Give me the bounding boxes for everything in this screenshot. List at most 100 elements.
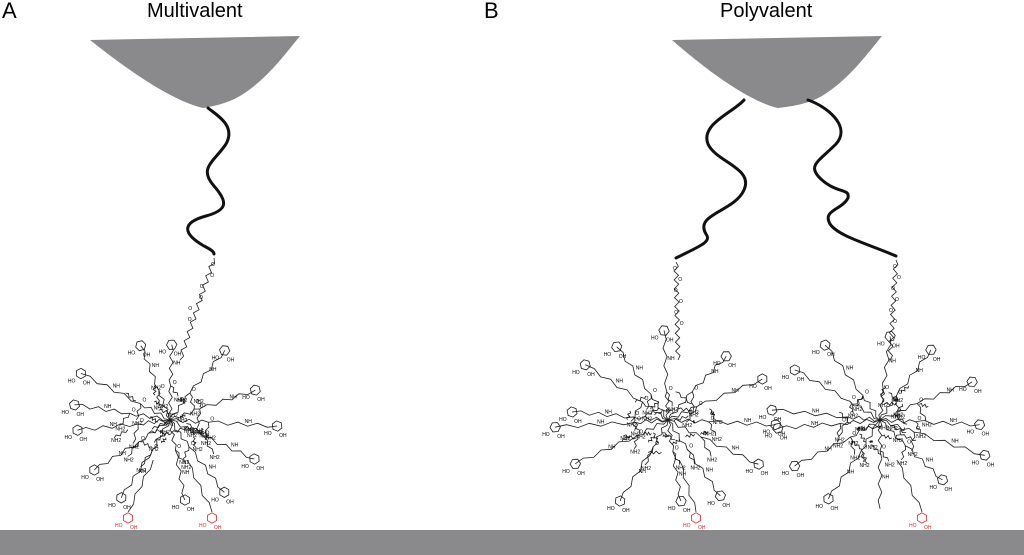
linker-chain — [828, 450, 862, 499]
atom-label: NH2 — [124, 457, 134, 463]
catechol-ring — [69, 399, 80, 411]
linker-chain — [678, 459, 697, 513]
linker-chain — [847, 415, 881, 422]
catechol-ring — [123, 512, 133, 524]
hydroxyl-label: OH — [987, 462, 995, 468]
hydroxyl-label: HO — [812, 350, 820, 356]
atom-label: NH — [636, 365, 644, 371]
linker-chain — [140, 441, 152, 448]
linker-chain — [188, 446, 225, 493]
atom-label: NH2 — [848, 414, 858, 420]
linker-chain — [203, 436, 214, 455]
tether-b-left — [674, 98, 748, 260]
linker-chain — [849, 400, 881, 421]
atom-label: O — [637, 416, 641, 422]
linker-chain — [619, 446, 654, 502]
linker-chain — [840, 418, 881, 426]
atom-label: NH — [711, 369, 719, 375]
linker-chain — [708, 420, 776, 427]
hydroxyl-label: HO — [930, 485, 938, 491]
hydroxyl-label: HO — [199, 523, 207, 529]
hydroxyl-label: OH — [279, 433, 287, 439]
linker-chain — [896, 459, 923, 513]
atom-label: O — [895, 297, 899, 303]
linker-chain — [916, 403, 927, 422]
linker-chain — [642, 401, 669, 421]
atom-label: O — [850, 411, 854, 417]
atom-label: NH2 — [160, 430, 170, 436]
atom-label: O — [200, 284, 204, 290]
atom-label: NH2 — [184, 427, 194, 433]
atom-label: NH2 — [164, 422, 174, 428]
linker-chain — [879, 419, 915, 433]
atom-label: NH — [824, 381, 832, 387]
linker-chain — [179, 257, 215, 361]
linker-chain — [881, 434, 893, 440]
hydroxyl-label: HO — [212, 355, 220, 361]
atom-label: NH2 — [833, 443, 843, 449]
linker-chain — [672, 451, 682, 502]
linker-chain — [644, 407, 660, 417]
atom-label: NH — [110, 422, 118, 428]
atom-label: O — [916, 426, 920, 432]
atom-label: NH2 — [136, 468, 146, 474]
atom-label: NH2 — [848, 441, 858, 447]
hydroxyl-label: HO — [128, 351, 136, 357]
hydroxyl-label: HO — [782, 471, 790, 477]
afm-tip-b — [672, 36, 882, 108]
hydroxyl-label: HO — [749, 384, 757, 390]
linker-chain — [879, 450, 889, 462]
linker-chain — [771, 408, 849, 419]
atom-label: O — [206, 430, 210, 436]
atom-label: NH2 — [916, 434, 926, 440]
linker-chain — [140, 403, 171, 421]
atom-label: O — [210, 416, 214, 422]
atom-label: NH — [889, 359, 897, 365]
atom-label: O — [177, 444, 181, 450]
hydroxyl-label: HO — [242, 395, 250, 401]
atom-label: O — [898, 390, 902, 396]
atom-label: NH — [812, 409, 820, 415]
hydroxyl-label: HO — [707, 501, 715, 507]
atom-label: NH2 — [855, 427, 865, 433]
hydroxyl-label: OH — [774, 417, 782, 423]
linker-chain — [850, 419, 881, 438]
linker-chain — [80, 373, 141, 404]
catechol-ring — [219, 345, 231, 356]
atom-label: NH2 — [129, 445, 139, 451]
atom-label: NH — [245, 419, 253, 425]
atom-label: NH2 — [682, 423, 692, 429]
linker-chain — [690, 391, 695, 412]
linker-chain — [894, 395, 900, 412]
linker-chain — [664, 391, 670, 421]
hydroxyl-label: OH — [123, 505, 131, 511]
linker-chain — [879, 419, 906, 446]
linker-chain — [196, 408, 201, 428]
linker-chain — [672, 439, 681, 445]
linker-chain — [692, 420, 696, 424]
linker-chain — [170, 385, 179, 397]
hydroxyl-label: OH — [666, 338, 674, 344]
atom-label: NH2 — [879, 426, 889, 432]
catechol-ring — [979, 449, 991, 461]
hydroxyl-label: OH — [945, 487, 953, 493]
linker-chain — [836, 423, 842, 443]
atom-label: NH2 — [193, 447, 203, 453]
linker-chain — [686, 449, 721, 497]
hydroxyl-label: HO — [746, 469, 754, 475]
catechol-ring — [75, 367, 86, 380]
atom-label: O — [918, 416, 922, 422]
atom-label: NH2 — [908, 452, 918, 458]
hydroxyl-label: OH — [557, 434, 565, 440]
atom-label: NH2 — [893, 413, 903, 419]
catechol-ring — [249, 453, 260, 465]
linker-chain — [692, 356, 727, 392]
linker-chain — [700, 436, 712, 457]
linker-chain — [127, 441, 140, 457]
hydroxyl-label: HO — [909, 523, 917, 529]
linker-chain — [915, 419, 980, 427]
hydroxyl-label: OH — [797, 377, 805, 383]
atom-label: NH2 — [206, 436, 216, 442]
atom-label: NH2 — [177, 398, 187, 404]
